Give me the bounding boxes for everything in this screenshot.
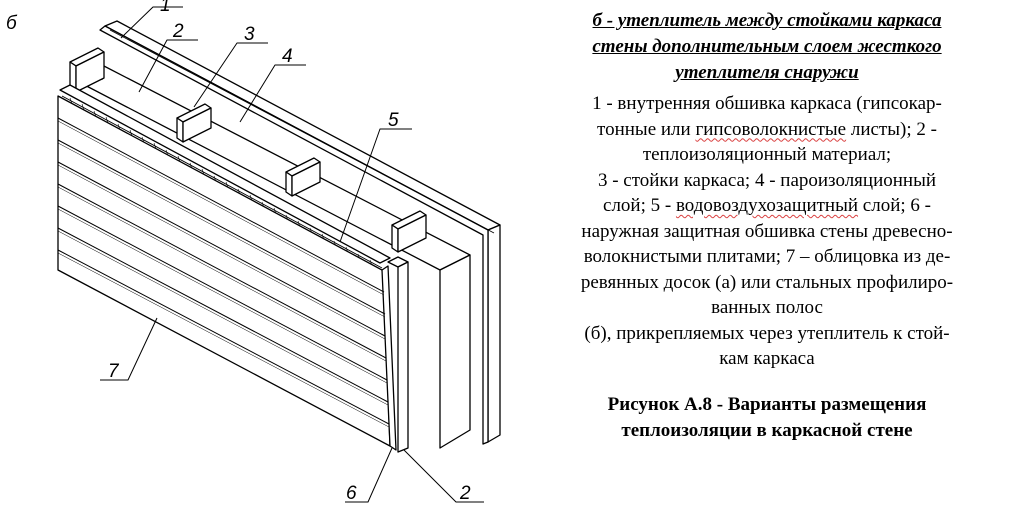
cladding-boards (57, 95, 397, 451)
callout-2-bottom: 2 (459, 483, 471, 504)
figure-caption: Рисунок А.8 - Варианты размещения теплои… (530, 392, 1004, 444)
legend-line: наружная защитная обшивка стены древесно… (581, 220, 953, 242)
legend-line: слой; 5 - водовоздухозащитный слой; 6 - (530, 193, 1004, 219)
variant-subtitle: б - утеплитель между стойками каркаса ст… (530, 8, 1004, 86)
callout-7: 7 (108, 361, 120, 382)
legend-line: теплоизоляционный материал; (642, 144, 892, 165)
caption-line-1: Рисунок А.8 - Варианты размещения (607, 393, 927, 415)
legend-line: 1 - внутренняя обшивка каркаса (гипсокар… (592, 93, 942, 114)
legend-text: тонные или (597, 118, 696, 140)
wall-diagram: б 1 2 3 4 5 6 2 7 (6, 0, 501, 504)
caption-line-2: теплоизоляции в каркасной стене (621, 419, 913, 441)
legend-line: тонные или гипсоволокнистые листы); 2 - (530, 117, 1004, 143)
callout-5: 5 (388, 110, 399, 131)
insulation-layer (74, 64, 471, 449)
callout-4: 4 (282, 46, 293, 67)
frame-studs (69, 47, 427, 253)
legend-line: (б), прикрепляемых через утеплитель к ст… (584, 322, 950, 344)
legend-line: 3 - стойки каркаса; 4 - пароизоляционный (597, 169, 937, 191)
legend-line: волокнистыми плитами; 7 – облицовка из д… (583, 246, 951, 267)
legend-text: слой; 5 - (603, 195, 676, 216)
subtitle-line-1: б - утеплитель между стойками каркаса (592, 10, 942, 31)
callout-1: 1 (160, 0, 171, 16)
text-panel: б - утеплитель между стойками каркаса ст… (530, 8, 1004, 444)
inner-sheathing-panel (99, 20, 501, 445)
callout-6: 6 (346, 483, 357, 504)
legend-line: ванных полос (711, 297, 823, 318)
callout-2-top: 2 (172, 21, 184, 42)
legend: 1 - внутренняя обшивка каркаса (гипсокар… (530, 91, 1004, 372)
callout-leaders (100, 6, 484, 503)
legend-text: листы); 2 - (846, 118, 937, 140)
legend-line: кам каркаса (719, 348, 815, 369)
subtitle-line-3: утеплителя снаружи (675, 62, 859, 83)
outer-sheathing-board (387, 256, 409, 453)
spellcheck-word: гипсоволокнистые (695, 118, 847, 140)
subtitle-line-2: стены дополнительным слоем жесткого (592, 36, 942, 57)
variant-letter: б (6, 13, 18, 34)
spellcheck-word: водовоздухозащитный (675, 195, 859, 216)
callout-3: 3 (244, 24, 255, 45)
legend-text: слой; 6 - (858, 195, 931, 216)
legend-line: ревянных досок (а) или стальных профилир… (580, 271, 954, 293)
